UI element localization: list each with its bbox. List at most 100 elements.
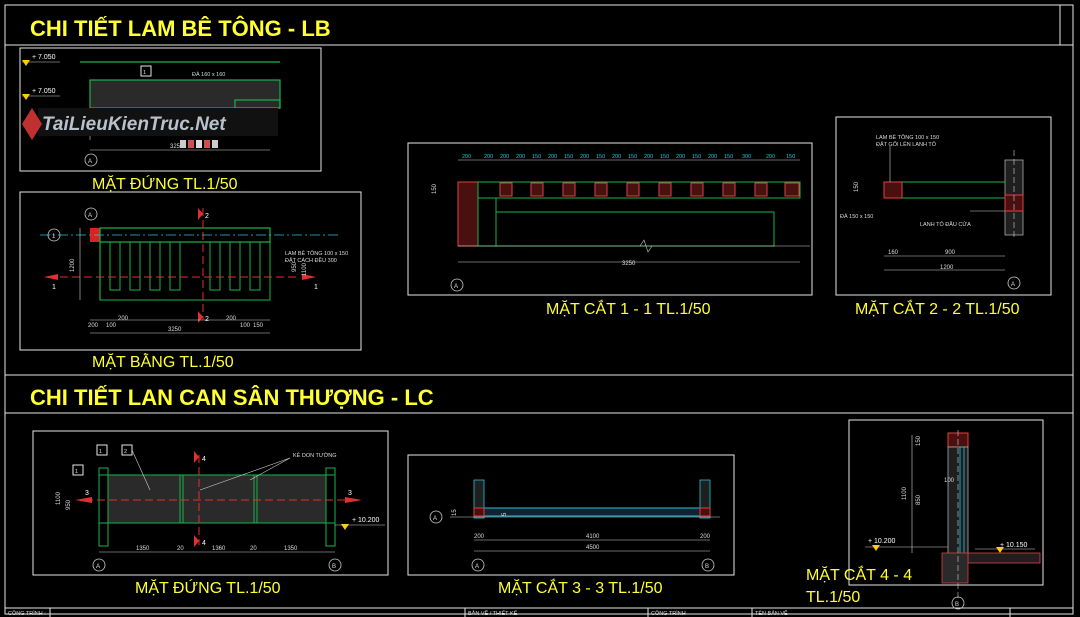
- svg-text:200: 200: [644, 154, 653, 160]
- svg-text:5: 5: [502, 512, 508, 516]
- title-block: CÔNG TRÌNH : BẢN VẼ / THIẾT KẾ CÔNG TRÌN…: [8, 608, 1011, 617]
- svg-text:150: 150: [786, 154, 795, 160]
- svg-text:150: 150: [916, 435, 922, 446]
- lc-section-title: CHI TIẾT LAN CAN SÂN THƯỢNG - LC: [30, 385, 434, 410]
- svg-text:BẢN VẼ / THIẾT KẾ: BẢN VẼ / THIẾT KẾ: [468, 610, 518, 617]
- svg-text:A: A: [1011, 282, 1015, 288]
- caption-mat-cat-44-scale: TL.1/50: [806, 589, 860, 606]
- mat-dung-lc-view: 1 1 2 KẺ DON TƯỜNG 4 4 3 3 1100 950 + 10…: [32, 430, 389, 576]
- svg-text:2: 2: [205, 316, 209, 323]
- svg-text:1: 1: [52, 234, 56, 240]
- svg-text:KẺ DON TƯỜNG: KẺ DON TƯỜNG: [293, 452, 337, 459]
- svg-text:15: 15: [452, 509, 458, 516]
- caption-mat-bang-lb: MẶT BẰNG TL.1/50: [92, 352, 234, 371]
- svg-text:LAM BÊ TÔNG 100 x 150: LAM BÊ TÔNG 100 x 150: [876, 133, 939, 141]
- svg-text:2: 2: [124, 449, 127, 455]
- svg-text:150: 150: [660, 154, 669, 160]
- elev-10200-lc: + 10.200: [352, 517, 380, 524]
- mat-cat-22-view: LAM BÊ TÔNG 100 x 150 ĐẶT GỐI LÊN LANH T…: [835, 116, 1052, 296]
- svg-text:200: 200: [484, 154, 493, 160]
- svg-text:1100: 1100: [902, 486, 908, 500]
- svg-text:20: 20: [250, 546, 257, 552]
- svg-text:150: 150: [692, 154, 701, 160]
- svg-text:ĐẶT GỐI LÊN LANH TÔ: ĐẶT GỐI LÊN LANH TÔ: [876, 140, 937, 148]
- svg-text:B: B: [705, 564, 709, 570]
- svg-text:300: 300: [742, 154, 751, 160]
- svg-text:ĐÀ 150 x 150: ĐÀ 150 x 150: [840, 213, 873, 220]
- svg-text:1200: 1200: [940, 265, 954, 271]
- svg-text:1200: 1200: [70, 258, 76, 272]
- svg-text:100: 100: [944, 478, 955, 484]
- svg-text:150: 150: [432, 183, 438, 194]
- svg-text:200: 200: [516, 154, 525, 160]
- mat-dung-lb-view: 1 ĐÀ 160 x 160 + 7.050 + 7.050 3250 A Ta…: [19, 47, 322, 172]
- svg-text:CÔNG TRÌNH: CÔNG TRÌNH: [651, 610, 686, 617]
- svg-text:200: 200: [548, 154, 557, 160]
- svg-text:150: 150: [564, 154, 573, 160]
- svg-text:200: 200: [226, 316, 237, 322]
- svg-text:+ 10.150: + 10.150: [1000, 542, 1028, 549]
- svg-text:150: 150: [596, 154, 605, 160]
- svg-text:3: 3: [348, 490, 352, 497]
- svg-text:3250: 3250: [170, 144, 184, 150]
- svg-text:1350: 1350: [284, 546, 298, 552]
- svg-text:1350: 1350: [136, 546, 150, 552]
- svg-text:1100: 1100: [302, 262, 308, 276]
- svg-text:3250: 3250: [168, 327, 182, 333]
- svg-text:200: 200: [474, 534, 485, 540]
- tag-1: [140, 65, 152, 77]
- svg-text:ĐẶT CÁCH ĐỀU 300: ĐẶT CÁCH ĐỀU 300: [285, 257, 337, 264]
- svg-text:1: 1: [75, 469, 78, 475]
- caption-mat-cat-33: MẶT CẮT 3 - 3 TL.1/50: [498, 578, 663, 597]
- mat-cat-11-view: 200 200 200 200 150 200 150 200 150 200 …: [407, 142, 813, 296]
- svg-text:A: A: [88, 213, 92, 219]
- svg-text:4100: 4100: [586, 534, 600, 540]
- svg-text:LANH TÔ ĐẦU CỬA: LANH TÔ ĐẦU CỬA: [920, 221, 971, 228]
- svg-text:B: B: [955, 602, 959, 608]
- svg-text:3250: 3250: [622, 261, 636, 267]
- svg-text:3: 3: [85, 490, 89, 497]
- mat-cat-33-view: 15 5 200 4100 200 4500 A A B: [407, 454, 735, 576]
- svg-text:B: B: [332, 564, 336, 570]
- caption-mat-cat-22: MẶT CẮT 2 - 2 TL.1/50: [855, 299, 1020, 318]
- svg-text:150: 150: [854, 181, 860, 192]
- svg-text:LAM BÊ TÔNG 100 x 150: LAM BÊ TÔNG 100 x 150: [285, 249, 348, 257]
- svg-text:100: 100: [240, 323, 251, 329]
- svg-text:1: 1: [52, 284, 56, 291]
- svg-text:20: 20: [177, 546, 184, 552]
- svg-text:950: 950: [66, 499, 72, 510]
- watermark: TaiLieuKienTruc.Net: [42, 114, 226, 135]
- svg-text:A: A: [88, 159, 92, 165]
- svg-text:A: A: [96, 564, 100, 570]
- svg-text:TÊN BẢN VẼ: TÊN BẢN VẼ: [755, 609, 788, 617]
- watermark-logo-icon: [22, 108, 42, 140]
- svg-text:2: 2: [205, 213, 209, 220]
- note-da-160: ĐÀ 160 x 160: [192, 71, 225, 78]
- svg-text:1360: 1360: [212, 546, 226, 552]
- svg-text:CÔNG TRÌNH :: CÔNG TRÌNH :: [8, 610, 46, 617]
- svg-text:200: 200: [580, 154, 589, 160]
- mat-cat-44-view: 150 1100 850 100 + 10.200 + 10.150 B: [848, 419, 1044, 610]
- axis-1-marker: [47, 228, 61, 242]
- svg-text:A: A: [454, 284, 458, 290]
- svg-text:200: 200: [118, 316, 129, 322]
- svg-text:A: A: [475, 564, 479, 570]
- svg-text:100: 100: [106, 323, 117, 329]
- svg-text:200: 200: [88, 323, 99, 329]
- caption-mat-cat-11: MẶT CẮT 1 - 1 TL.1/50: [546, 299, 711, 318]
- svg-text:1: 1: [143, 70, 146, 76]
- svg-text:1: 1: [314, 284, 318, 291]
- svg-text:1100: 1100: [56, 491, 62, 505]
- elev-7050-a: + 7.050: [32, 54, 56, 61]
- svg-text:150: 150: [724, 154, 733, 160]
- axis-a-marker: [84, 153, 98, 167]
- sheet-border: [4, 4, 1074, 615]
- elev-7050-b: + 7.050: [32, 88, 56, 95]
- svg-text:850: 850: [916, 494, 922, 505]
- svg-text:4: 4: [202, 456, 206, 463]
- lb-section-title: CHI TIẾT LAM BÊ TÔNG - LB: [30, 16, 331, 41]
- svg-text:150: 150: [628, 154, 637, 160]
- svg-text:+ 10.200: + 10.200: [868, 538, 896, 545]
- svg-text:A: A: [433, 516, 437, 522]
